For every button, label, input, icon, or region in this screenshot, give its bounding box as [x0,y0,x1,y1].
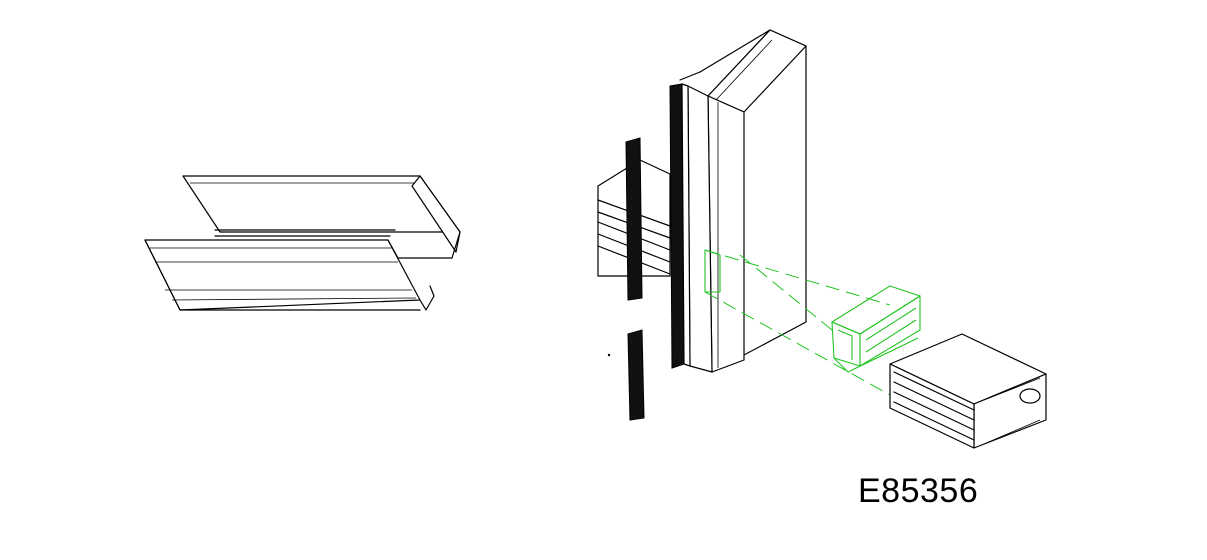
gasket-lower [627,329,645,421]
highlighted-connector [704,249,921,396]
transom-box [889,333,1047,449]
gasket-upper [625,137,643,301]
part-code-label: E85356 [858,472,979,510]
clip-profile-detail [144,175,461,311]
mullion-assembly [597,29,807,421]
